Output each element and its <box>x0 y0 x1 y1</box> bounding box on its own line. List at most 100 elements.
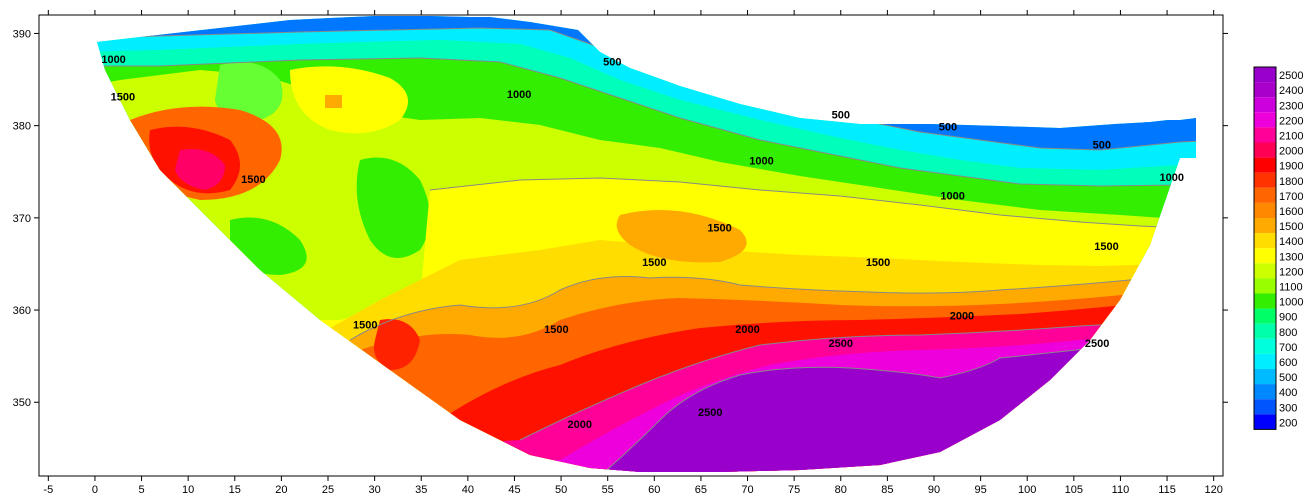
legend-label: 1700 <box>1279 191 1303 203</box>
contour-label: 2000 <box>950 310 974 322</box>
x-tick-label: 10 <box>182 484 194 496</box>
legend-swatch <box>1254 308 1276 324</box>
legend-label: 400 <box>1279 387 1297 399</box>
y-tick-label: 360 <box>13 305 31 317</box>
legend-label: 1500 <box>1279 221 1303 233</box>
x-tick-label: 45 <box>508 484 520 496</box>
contour-label: 2500 <box>698 407 722 419</box>
legend-swatch <box>1254 67 1276 83</box>
legend-label: 1300 <box>1279 251 1303 263</box>
contour-line-1500-a <box>429 177 1196 231</box>
x-tick-label: 80 <box>835 484 847 496</box>
x-tick-label: 90 <box>928 484 940 496</box>
contour-label: 1000 <box>101 54 125 66</box>
legend-swatch <box>1254 338 1276 354</box>
legend-label: 2000 <box>1279 146 1303 158</box>
legend-swatch <box>1254 293 1276 309</box>
contour-label: 1500 <box>866 257 890 269</box>
legend-label: 1900 <box>1279 161 1303 173</box>
legend-swatch <box>1254 384 1276 400</box>
legend-label: 2300 <box>1279 100 1303 112</box>
legend-label: 1800 <box>1279 176 1303 188</box>
x-tick-label: 30 <box>368 484 380 496</box>
x-tick-label: 40 <box>462 484 474 496</box>
contour-line-2000 <box>519 317 1196 441</box>
band-red-patch-left-inner <box>175 149 225 190</box>
y-tick-label: 350 <box>13 397 31 409</box>
x-tick-label: 75 <box>788 484 800 496</box>
y-axis: 350 360 370 380 390 <box>13 28 1228 409</box>
legend-swatch <box>1254 263 1276 279</box>
legend-label: 1000 <box>1279 297 1303 309</box>
contour-label: 500 <box>603 57 621 69</box>
x-tick-label: 25 <box>322 484 334 496</box>
contour-label: 1000 <box>749 155 773 167</box>
x-tick-label: 105 <box>1065 484 1083 496</box>
color-scale-legend: 2500240023002200210020001900180017001600… <box>1253 66 1303 430</box>
contour-lines <box>97 27 1196 472</box>
contour-label: 2000 <box>567 419 591 431</box>
contour-label: 1500 <box>707 223 731 235</box>
legend-swatch <box>1254 112 1276 128</box>
y-tick-label: 390 <box>13 28 31 40</box>
contour-label: 1500 <box>111 92 135 104</box>
legend-swatch <box>1254 218 1276 234</box>
legend-label: 1600 <box>1279 206 1303 218</box>
legend-label: 300 <box>1279 402 1297 414</box>
legend-label: 1200 <box>1279 266 1303 278</box>
band-red-patch-bottom <box>374 319 420 370</box>
legend-label: 2100 <box>1279 131 1303 143</box>
legend-label: 900 <box>1279 312 1297 324</box>
legend-label: 600 <box>1279 357 1297 369</box>
contour-label: 1500 <box>1094 241 1118 253</box>
legend-swatch <box>1254 157 1276 173</box>
x-tick-label: 100 <box>1018 484 1036 496</box>
x-tick-label: 95 <box>974 484 986 496</box>
legend-swatch <box>1254 202 1276 218</box>
contour-label: 1500 <box>353 319 377 331</box>
x-tick-label: 120 <box>1204 484 1222 496</box>
contour-line-1500-b <box>349 271 1196 341</box>
contour-label: 2000 <box>735 324 759 336</box>
legend-swatch <box>1254 248 1276 264</box>
contour-label: 1500 <box>642 257 666 269</box>
y-tick-label: 380 <box>13 121 31 133</box>
band-green-patch-3 <box>215 62 283 121</box>
legend-swatch <box>1254 142 1276 158</box>
contour-label: 2500 <box>829 338 853 350</box>
x-tick-label: 110 <box>1112 484 1130 496</box>
band-yellow-mid <box>290 66 408 134</box>
legend-swatch <box>1254 187 1276 203</box>
legend-swatch <box>1254 127 1276 143</box>
contour-label: 500 <box>832 109 850 121</box>
legend-label: 1100 <box>1279 282 1303 294</box>
x-tick-label: 50 <box>555 484 567 496</box>
legend-label: 700 <box>1279 342 1297 354</box>
legend-label: 2500 <box>1279 70 1303 82</box>
x-tick-label: -5 <box>43 484 53 496</box>
contour-line-1000 <box>97 57 1196 187</box>
x-tick-label: 65 <box>695 484 707 496</box>
legend-swatch <box>1254 414 1276 430</box>
x-tick-label: 55 <box>602 484 614 496</box>
legend-border <box>1253 66 1277 430</box>
legend-label: 500 <box>1279 372 1297 384</box>
x-tick-label: 35 <box>415 484 427 496</box>
legend-swatch <box>1254 233 1276 249</box>
contour-label: 1000 <box>1159 172 1183 184</box>
x-tick-label: 70 <box>741 484 753 496</box>
contour-label: 1000 <box>940 190 964 202</box>
contour-labels: 1000150050010005005005001000100010001500… <box>101 54 1184 431</box>
y-tick-label: 370 <box>13 213 31 225</box>
band-orange-patch <box>616 210 747 263</box>
band-aqua <box>97 40 1196 186</box>
contour-label: 2500 <box>1085 338 1109 350</box>
legend-swatch <box>1254 97 1276 113</box>
x-tick-label: 0 <box>92 484 98 496</box>
contour-label: 1500 <box>241 174 265 186</box>
contour-label: 1500 <box>544 324 568 336</box>
legend-swatch <box>1254 353 1276 369</box>
legend-label: 800 <box>1279 327 1297 339</box>
